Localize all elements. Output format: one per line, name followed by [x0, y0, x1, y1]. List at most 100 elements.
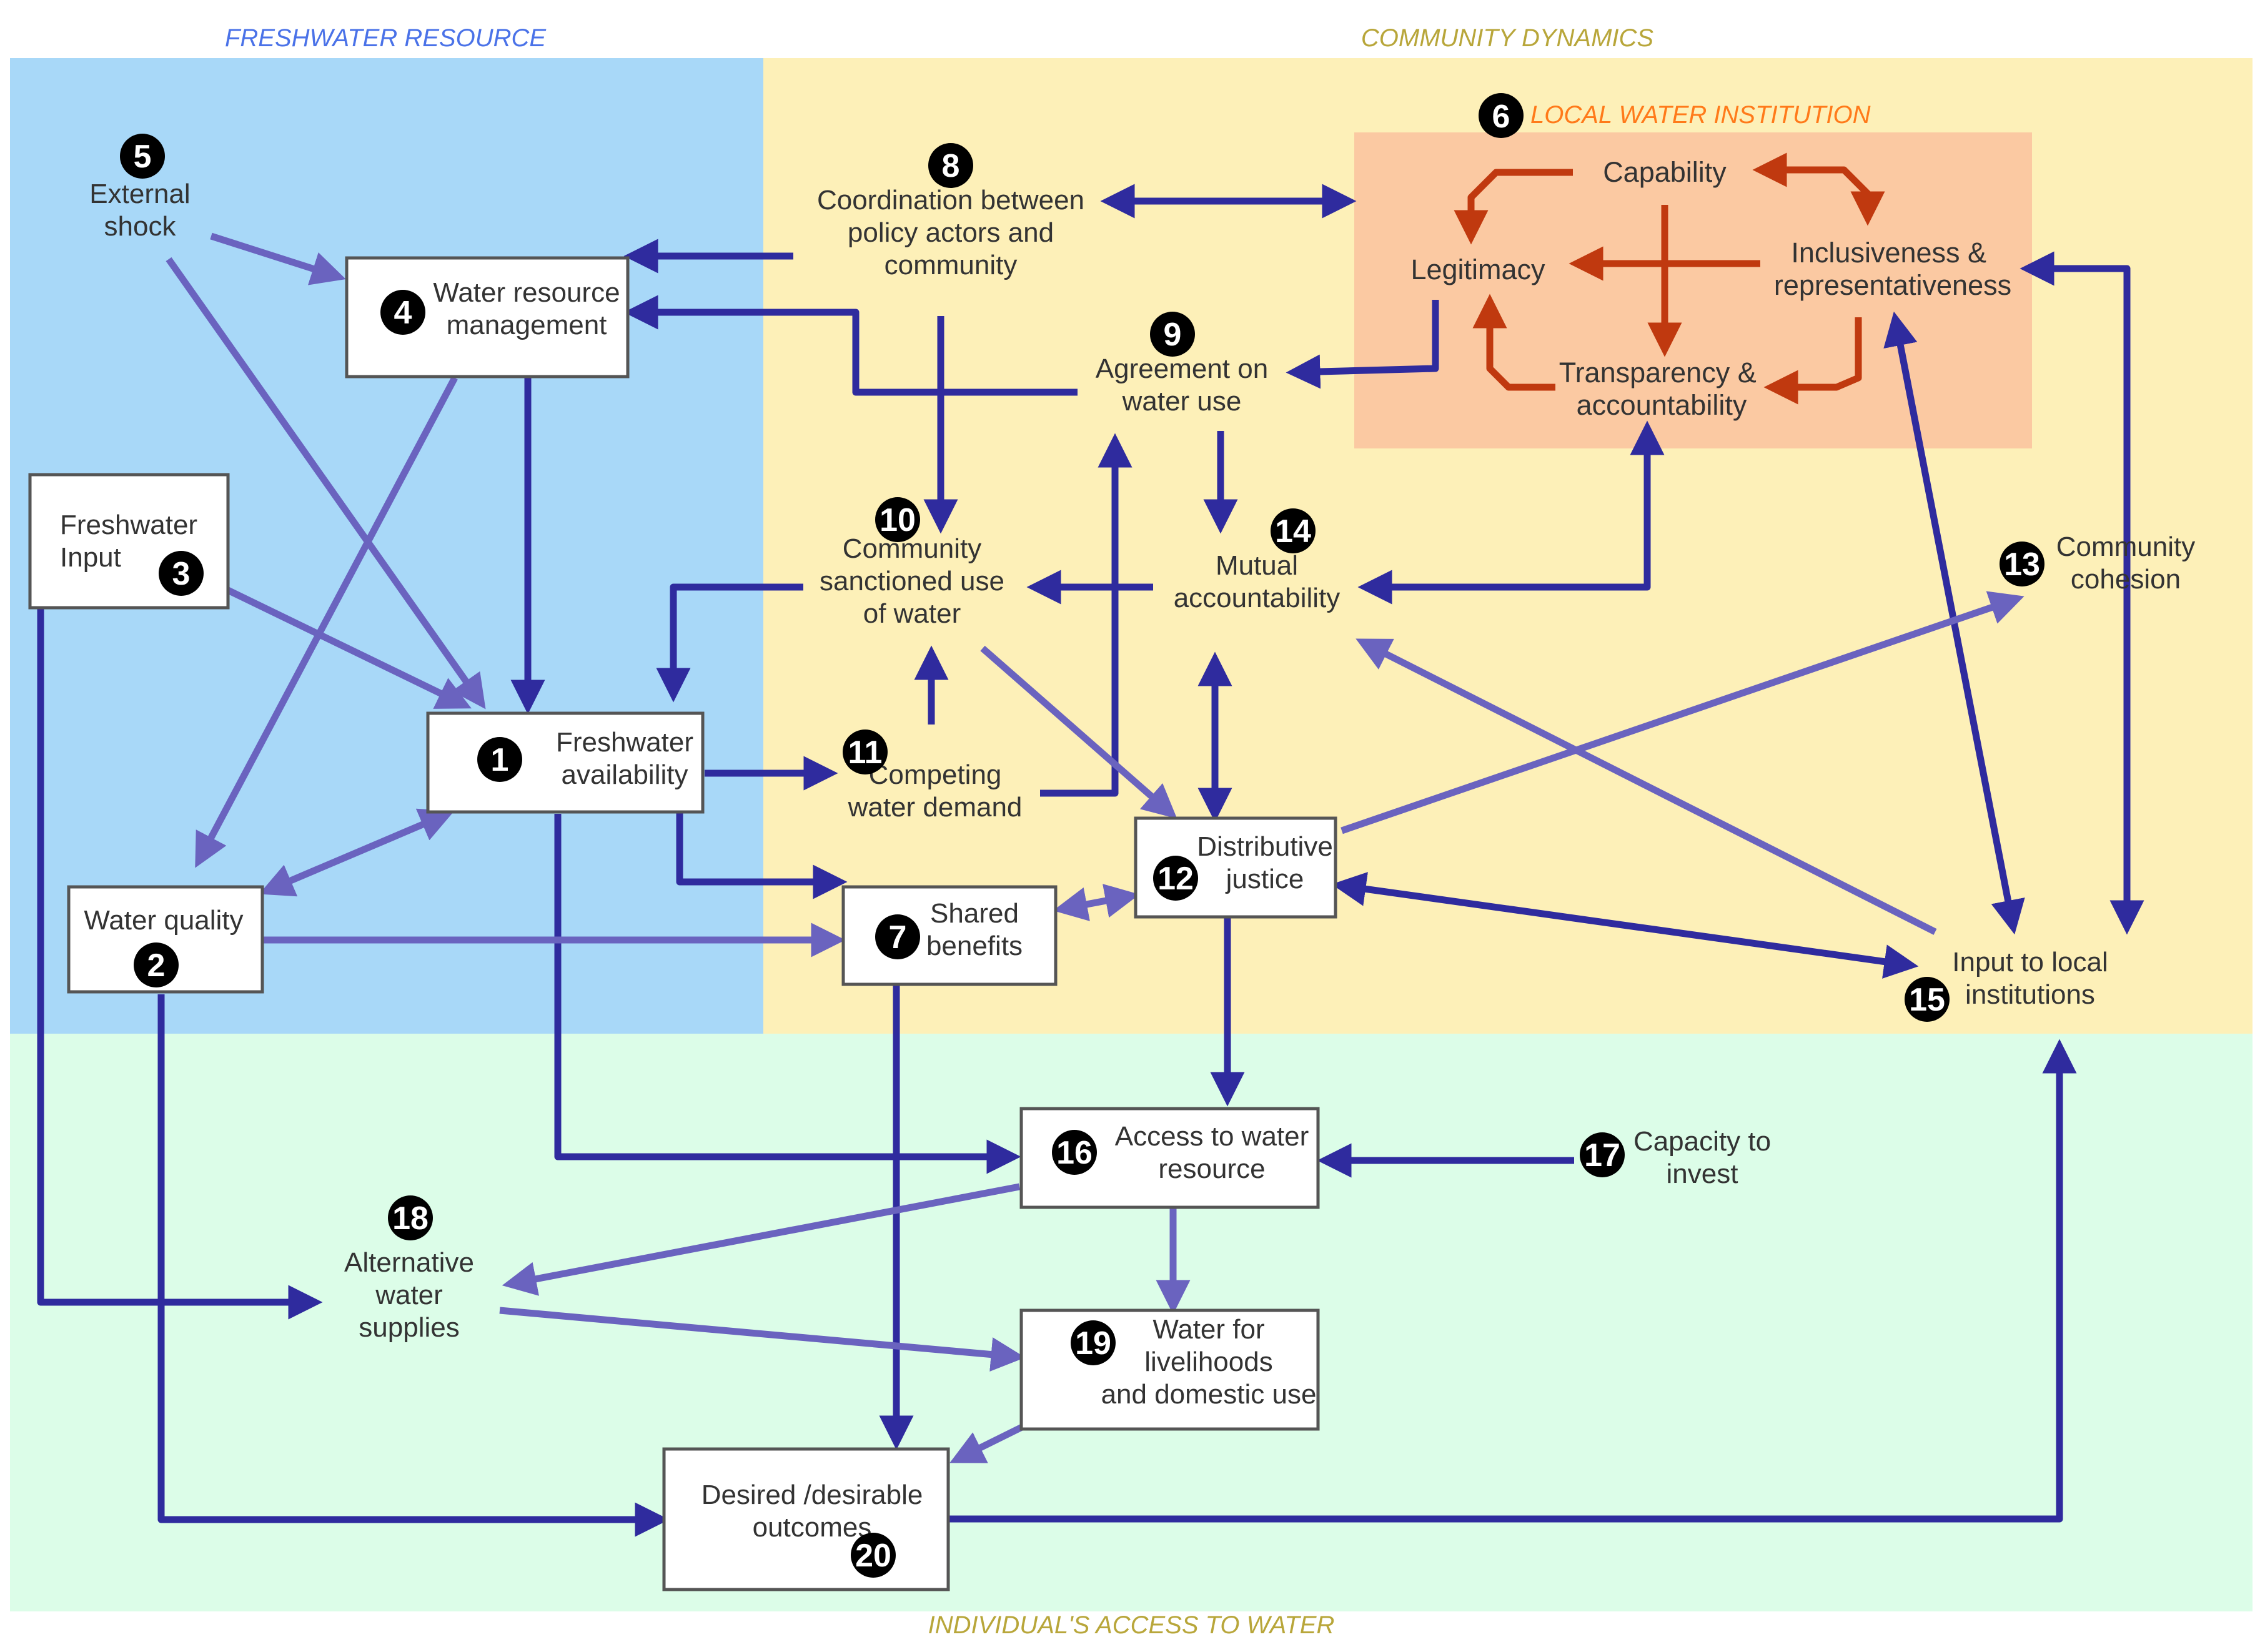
number-badge-8: 8 — [928, 143, 973, 188]
node-label-line: water demand — [848, 792, 1023, 823]
number-badge-12: 12 — [1153, 856, 1198, 901]
node-label-line: Input to local — [1952, 947, 2108, 977]
label-legitimacy: Legitimacy — [1410, 254, 1545, 285]
badge-circle — [851, 1533, 896, 1578]
number-badge-5: 5 — [120, 134, 165, 179]
badge-circle — [2000, 542, 2044, 586]
node-label-line: accountability — [1174, 583, 1341, 613]
badge-number: 14 — [1275, 513, 1311, 550]
label-transparency: Transparency & accountability — [1559, 357, 1764, 421]
node-label-line: benefits — [926, 931, 1023, 961]
node-label-line: Freshwater — [60, 510, 197, 540]
node-label-line: availability — [562, 759, 688, 790]
node-label-line: Distributive — [1197, 831, 1333, 862]
node-label-line: sanctioned use — [820, 566, 1004, 596]
number-badge-15: 15 — [1905, 977, 1950, 1022]
node-label-line: management — [447, 310, 607, 340]
node-box-1 — [426, 711, 705, 814]
node-label-line: Community — [843, 533, 982, 564]
edges-institution — [1454, 152, 1885, 405]
badge-circle — [159, 551, 204, 596]
node-label-line: institutions — [1965, 979, 2095, 1010]
number-badge-17: 17 — [1580, 1132, 1625, 1177]
node-label-line: water use — [1122, 386, 1242, 417]
badge-number: 18 — [392, 1200, 429, 1237]
node-label-line: Input — [60, 542, 121, 573]
number-badge-11: 11 — [843, 730, 888, 774]
node-label-line: Mutual — [1216, 550, 1298, 581]
badge-circle — [1150, 312, 1195, 357]
number-badge-20: 20 — [851, 1533, 896, 1578]
number-badge-1: 1 — [477, 737, 522, 782]
badge-circle — [120, 134, 165, 179]
node-box-20 — [662, 1447, 950, 1591]
badge-number: 10 — [880, 502, 916, 538]
number-badge-9: 9 — [1150, 312, 1195, 357]
badge-circle — [1271, 508, 1316, 553]
node-label-line: resource — [1158, 1154, 1265, 1184]
badge-number: 4 — [394, 295, 412, 331]
node-label-line: Competing — [869, 759, 1002, 790]
node-label-line: Water quality — [84, 905, 243, 936]
badge-circle — [134, 942, 179, 987]
node-label-line: Agreement on — [1096, 354, 1268, 384]
badge-circle — [1071, 1320, 1116, 1365]
number-badge-4: 4 — [380, 290, 425, 335]
region-title-access: INDIVIDUAL'S ACCESS TO WATER — [928, 1611, 1335, 1639]
badge-circle — [388, 1195, 433, 1240]
badge-circle — [843, 730, 888, 774]
node-label-line: Capacity to — [1633, 1126, 1771, 1157]
badge-number: 2 — [147, 947, 166, 984]
node-label-line: Coordination between — [817, 185, 1084, 215]
label-capability: Capability — [1603, 156, 1727, 188]
badge-circle — [477, 737, 522, 782]
badge-circle — [1905, 977, 1950, 1022]
node-label-line: Alternative — [344, 1247, 474, 1278]
badge-circle — [928, 143, 973, 188]
node-label-line: shock — [104, 211, 177, 242]
number-badge-14: 14 — [1271, 508, 1316, 553]
node-label-line: Desired /desirable — [701, 1480, 923, 1510]
badge-number: 11 — [848, 734, 883, 771]
label-inclusiveness: Inclusiveness & representativeness — [1774, 237, 2011, 301]
badge-circle — [1052, 1130, 1097, 1175]
node-label-line: justice — [1225, 864, 1304, 894]
number-badge-18: 18 — [388, 1195, 433, 1240]
node-label-line: Shared — [930, 898, 1019, 929]
badge-circle — [380, 290, 425, 335]
node-label-line: invest — [1667, 1159, 1738, 1189]
badge-number: 17 — [1584, 1137, 1620, 1174]
badge-number: 20 — [855, 1538, 891, 1574]
number-badge-6 — [1479, 93, 1524, 138]
badge-number: 13 — [2004, 547, 2040, 583]
node-label-line: water — [375, 1280, 443, 1310]
badge-number: 19 — [1075, 1325, 1111, 1362]
badge-number: 7 — [889, 919, 907, 956]
node-label-line: Community — [2056, 532, 2196, 562]
region-title-freshwater: FRESHWATER RESOURCE — [225, 24, 547, 52]
node-label-line: Freshwater — [556, 727, 693, 758]
number-badge-3: 3 — [159, 551, 204, 596]
badge-number: 5 — [134, 139, 152, 175]
node-box-19 — [1019, 1308, 1320, 1431]
number-badge-19: 19 — [1071, 1320, 1116, 1365]
badge-circle — [875, 497, 920, 542]
node-label-2: Water quality — [84, 905, 243, 936]
node-label-line: Access to water — [1115, 1121, 1309, 1152]
badge-number: 12 — [1157, 861, 1194, 897]
